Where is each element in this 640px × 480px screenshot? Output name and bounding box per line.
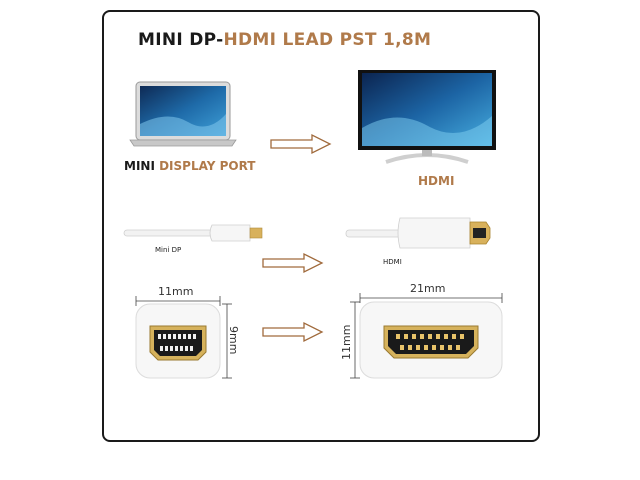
mini-width-label: 11mm (158, 285, 194, 298)
display-port-label-text: DISPLAY PORT (159, 159, 256, 173)
hdmi-height-dimension-line (350, 301, 360, 379)
page-title: MINI DP-HDMI LEAD PST 1,8M (138, 30, 431, 50)
arrow-right-icon (262, 252, 324, 274)
product-frame (102, 10, 540, 442)
laptop-image (129, 81, 237, 147)
mini-width-dimension-line (135, 296, 221, 306)
mini-height-label: 9mm (227, 326, 240, 355)
mini-dp-caption: Mini DP (155, 246, 182, 254)
mini-label-text: MINI (124, 159, 160, 173)
hdmi-cable-image (345, 217, 491, 249)
mini-dp-connector-face-image (135, 303, 221, 379)
hdmi-caption: HDMI (383, 258, 402, 266)
mini-height-dimension-line (222, 303, 232, 379)
hdmi-width-dimension-line (359, 293, 503, 303)
hdmi-label: HDMI (418, 174, 455, 188)
arrow-right-icon (270, 133, 332, 155)
monitor-image (358, 70, 496, 164)
mini-display-port-label: MINI DISPLAY PORT (124, 159, 256, 173)
hdmi-width-label: 21mm (410, 282, 446, 295)
hdmi-connector-face-image (359, 301, 503, 379)
arrow-right-icon (262, 321, 324, 343)
title-part-mini-dp: MINI DP- (138, 30, 224, 50)
hdmi-height-label: 11mm (340, 324, 353, 360)
title-part-hdmi-lead: HDMI LEAD PST 1,8M (223, 30, 432, 50)
mini-dp-cable-image (123, 224, 263, 242)
